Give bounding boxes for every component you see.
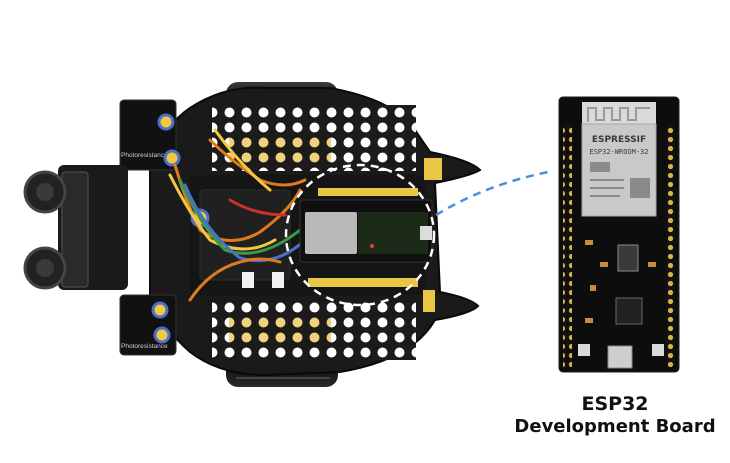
caption-line-1: ESP32 bbox=[581, 393, 649, 415]
hole-grid-bottom-yellow bbox=[229, 315, 331, 345]
module-shield bbox=[581, 123, 657, 217]
esp32-board-on-car bbox=[299, 199, 433, 263]
callout-line bbox=[435, 170, 549, 217]
potentiometer-bottom-2 bbox=[153, 326, 171, 344]
pin-header-right bbox=[666, 124, 675, 367]
wire-bundle bbox=[168, 128, 307, 302]
chip-brand: ESPRESSIF bbox=[592, 135, 646, 145]
robot-car: Photoresistance Photoresistance bbox=[23, 82, 482, 387]
header-yellow-top bbox=[424, 158, 442, 180]
connector-2 bbox=[272, 272, 284, 288]
potentiometer-top-1 bbox=[157, 113, 175, 131]
usb-chip bbox=[615, 297, 643, 325]
highlight-circle bbox=[284, 163, 436, 307]
chip-model: ESP32-WROOM-32 bbox=[589, 148, 648, 156]
boot-button bbox=[652, 344, 664, 356]
potentiometer-bottom-1 bbox=[151, 301, 169, 319]
header-yellow-bottom bbox=[423, 290, 435, 312]
header-rail-bottom bbox=[308, 278, 418, 287]
ultrasonic-board bbox=[61, 171, 89, 288]
esp32-dev-board: ESPRESSIF ESP32-WROOM-32 bbox=[558, 96, 680, 373]
voltage-regulator bbox=[617, 244, 639, 272]
caption-line-2: Development Board bbox=[514, 416, 716, 437]
potentiometer-top-2 bbox=[163, 149, 181, 167]
header-rail-top bbox=[318, 188, 418, 196]
hole-grid-top-yellow bbox=[229, 134, 331, 164]
micro-usb-port bbox=[607, 345, 633, 369]
photoresistor-label-top: Photoresistance bbox=[121, 152, 168, 159]
pin-header-left bbox=[563, 124, 572, 367]
en-button bbox=[578, 344, 590, 356]
photoresistor-label-bottom: Photoresistance bbox=[121, 343, 168, 350]
connector-1 bbox=[242, 272, 254, 288]
